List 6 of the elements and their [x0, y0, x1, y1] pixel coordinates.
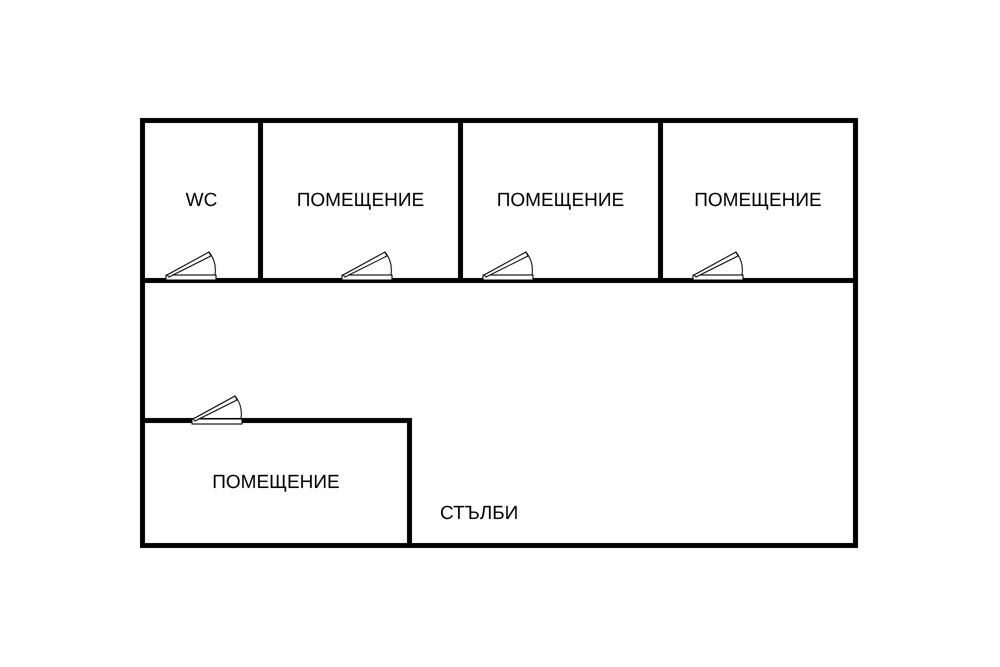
room-label: ПОМЕЩЕНИЕ — [296, 190, 424, 212]
room-label: WC — [186, 190, 218, 212]
room-label: ПОМЕЩЕНИЕ — [212, 472, 340, 494]
room-label: ПОМЕЩЕНИЕ — [694, 190, 822, 212]
room-label: СТЪЛБИ — [440, 503, 518, 525]
room-label: ПОМЕЩЕНИЕ — [496, 190, 624, 212]
